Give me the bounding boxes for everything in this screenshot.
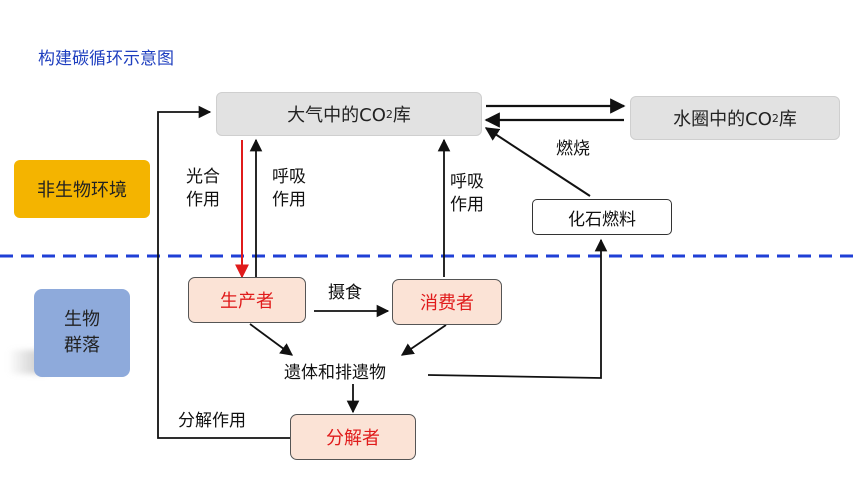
decomposition-label: 分解作用 xyxy=(178,411,246,431)
photosynthesis-label-line2: 作用 xyxy=(186,189,220,210)
hydrosphere-co2-prefix: 水圈中的CO xyxy=(673,109,772,130)
arrow-decomposition xyxy=(157,105,290,439)
hydrosphere-co2-subscript: 2 xyxy=(771,111,779,125)
producer-respiration-label-line1: 呼吸 xyxy=(272,167,306,187)
page-title: 构建碳循环示意图 xyxy=(38,49,174,69)
nonbiotic-environment-label: 非生物环境 xyxy=(14,160,150,218)
biotic-community-label: 生物 群落 xyxy=(34,289,130,377)
arrow-producer-to-remains xyxy=(249,323,294,356)
nonbiotic-environment-text: 非生物环境 xyxy=(37,180,127,201)
arrow-fossil-to-atmosphere xyxy=(484,127,591,197)
fossil-fuel-box: 化石燃料 xyxy=(532,199,672,235)
consumer-respiration-label: 呼吸 作用 xyxy=(450,171,484,217)
decomposer-box: 分解者 xyxy=(290,414,416,460)
consumer-label: 消费者 xyxy=(420,293,474,314)
arrow-consumer-to-remains xyxy=(400,324,447,356)
photosynthesis-label-line1: 光合 xyxy=(186,167,220,187)
atmosphere-co2-suffix: 库 xyxy=(392,105,411,126)
decomposer-label: 分解者 xyxy=(326,428,380,449)
biotic-community-text-line2: 群落 xyxy=(64,335,100,356)
atmosphere-co2-prefix: 大气中的CO xyxy=(287,105,386,126)
atmosphere-co2-subscript: 2 xyxy=(385,107,393,121)
arrow-remains-to-fossil xyxy=(427,238,608,379)
consumer-respiration-label-line1: 呼吸 xyxy=(450,172,484,192)
producer-box: 生产者 xyxy=(188,277,306,323)
biotic-community-text-line1: 生物 xyxy=(64,308,100,330)
hydrosphere-co2-suffix: 库 xyxy=(778,109,797,130)
consumer-box: 消费者 xyxy=(392,279,502,325)
photosynthesis-label: 光合 作用 xyxy=(186,166,220,212)
fossil-fuel-label: 化石燃料 xyxy=(568,209,636,230)
producer-respiration-label: 呼吸 作用 xyxy=(272,166,306,212)
feeding-label: 摄食 xyxy=(328,283,362,303)
producer-respiration-label-line2: 作用 xyxy=(272,189,306,210)
consumer-respiration-label-line2: 作用 xyxy=(450,194,484,215)
producer-label: 生产者 xyxy=(220,291,274,312)
combustion-label: 燃烧 xyxy=(556,139,590,159)
remains-label: 遗体和排遗物 xyxy=(284,363,386,383)
